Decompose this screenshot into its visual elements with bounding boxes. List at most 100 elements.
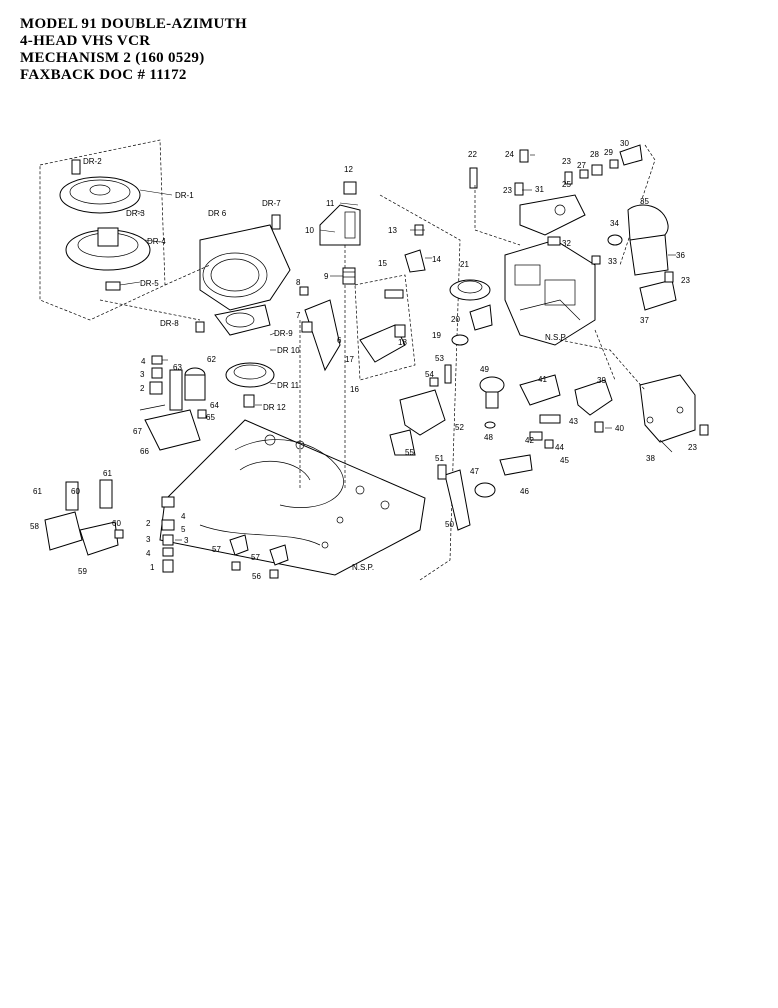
part-58-lever bbox=[44, 511, 83, 551]
dr12-screw bbox=[243, 394, 255, 408]
part-15-spring bbox=[384, 289, 404, 299]
part-2b-bushing bbox=[161, 519, 175, 531]
part-56a-screw bbox=[231, 561, 241, 571]
part-39-bracket bbox=[574, 379, 613, 416]
label-part-10: 10 bbox=[305, 226, 314, 235]
label-part-16: 16 bbox=[350, 385, 359, 394]
part-48-washer bbox=[484, 421, 496, 429]
label-part-2b: 2 bbox=[146, 519, 151, 528]
part-56b-screw bbox=[269, 569, 279, 579]
part-20-arm bbox=[469, 304, 493, 331]
label-part-3c: 3 bbox=[146, 535, 151, 544]
label-dr7: DR-7 bbox=[262, 199, 281, 208]
label-part-54: 54 bbox=[425, 370, 434, 379]
part-64-pinch-roller bbox=[184, 374, 206, 401]
label-part-63: 63 bbox=[173, 363, 182, 372]
part-49-shaft bbox=[485, 391, 499, 409]
label-part-4c: 4 bbox=[146, 549, 151, 558]
label-dr12: DR 12 bbox=[263, 403, 286, 412]
part-57b-clip bbox=[269, 544, 289, 566]
part-43-spring bbox=[529, 431, 543, 441]
label-part-36: 36 bbox=[676, 251, 685, 260]
label-part-2a: 2 bbox=[140, 384, 145, 393]
label-dr3: DR-3 bbox=[126, 209, 145, 218]
part-6-lever bbox=[304, 299, 341, 372]
label-part-43: 43 bbox=[569, 417, 578, 426]
label-nsp-lower: N.S.P. bbox=[352, 563, 374, 572]
label-part-12: 12 bbox=[344, 165, 353, 174]
part-52-lever bbox=[399, 389, 446, 436]
part-27-nut bbox=[579, 169, 589, 179]
part-51-spring bbox=[437, 464, 447, 480]
label-part-8: 8 bbox=[296, 278, 301, 287]
part-14-clip bbox=[404, 249, 426, 273]
part-9-spring bbox=[342, 267, 356, 285]
title-doc-number: FAXBACK DOC # 11172 bbox=[20, 67, 187, 83]
part-4a-cap bbox=[151, 355, 163, 365]
label-part-55: 55 bbox=[405, 448, 414, 457]
part-34-washer bbox=[607, 234, 623, 246]
drum-plate bbox=[214, 304, 271, 336]
part-50-lever bbox=[444, 469, 471, 531]
part-40-screw bbox=[594, 421, 604, 433]
label-part-39: 39 bbox=[597, 376, 606, 385]
label-part-57b: 57 bbox=[251, 553, 260, 562]
part-24-screw bbox=[519, 149, 529, 163]
callout-labels: DR-2 DR-1 DR-3 DR-4 DR-5 DR 6 DR-7 DR-8 … bbox=[30, 139, 697, 581]
title-vcr-type: 4-HEAD VHS VCR bbox=[20, 33, 151, 49]
chassis-plate bbox=[159, 419, 426, 576]
label-part-31: 31 bbox=[535, 185, 544, 194]
label-part-38: 38 bbox=[646, 454, 655, 463]
label-part-22: 22 bbox=[468, 150, 477, 159]
part-4c-cap bbox=[162, 547, 174, 557]
part-16-box bbox=[354, 274, 416, 381]
part-61-post bbox=[99, 479, 113, 509]
label-dr8: DR-8 bbox=[160, 319, 179, 328]
label-dr6: DR 6 bbox=[208, 209, 227, 218]
part-47-belt bbox=[474, 482, 496, 498]
label-part-51: 51 bbox=[435, 454, 444, 463]
label-part-1: 1 bbox=[150, 563, 155, 572]
part-7-block bbox=[301, 321, 313, 333]
label-dr5: DR-5 bbox=[140, 279, 159, 288]
part-19-washer bbox=[451, 334, 469, 346]
label-part-23c: 23 bbox=[681, 276, 690, 285]
label-part-5: 5 bbox=[181, 525, 186, 534]
drum-clamp bbox=[105, 281, 121, 291]
label-part-47: 47 bbox=[470, 467, 479, 476]
part-5-cap bbox=[161, 496, 175, 508]
part-31-bracket bbox=[519, 194, 586, 236]
label-part-28: 28 bbox=[590, 150, 599, 159]
reel-drive-group bbox=[389, 329, 709, 531]
label-part-6: 6 bbox=[337, 336, 342, 345]
label-part-9: 9 bbox=[324, 272, 329, 281]
part-2a-bushing bbox=[149, 381, 163, 395]
label-part-57a: 57 bbox=[212, 545, 221, 554]
part-3b-collar bbox=[162, 534, 174, 546]
part-46-pulley bbox=[499, 454, 533, 476]
part-29-washer bbox=[609, 159, 619, 169]
label-part-7: 7 bbox=[296, 311, 301, 320]
label-part-56b: 56 bbox=[252, 572, 261, 581]
document-header: MODEL 91 DOUBLE-AZIMUTH 4-HEAD VHS VCR M… bbox=[20, 16, 247, 84]
dr7-screw bbox=[271, 214, 281, 230]
part-30-switch bbox=[619, 144, 643, 166]
part-37-plate bbox=[639, 279, 677, 311]
label-part-32: 32 bbox=[562, 239, 571, 248]
label-part-19: 19 bbox=[432, 331, 441, 340]
part-63-post bbox=[169, 369, 183, 411]
label-part-23d: 23 bbox=[688, 443, 697, 452]
part-54-cap bbox=[429, 377, 439, 387]
label-part-4b: 4 bbox=[181, 512, 186, 521]
label-part-37: 37 bbox=[640, 316, 649, 325]
label-part-52: 52 bbox=[455, 423, 464, 432]
label-part-23a: 23 bbox=[503, 186, 512, 195]
label-part-64: 64 bbox=[210, 401, 219, 410]
label-nsp-upper: N.S.P. bbox=[545, 333, 567, 342]
label-dr4: DR-4 bbox=[147, 237, 166, 246]
label-dr11: DR 11 bbox=[277, 381, 300, 390]
part-66-arm bbox=[144, 409, 201, 451]
drum-shaft bbox=[97, 227, 119, 247]
part-60b-screw bbox=[114, 529, 124, 539]
part-65-washer bbox=[197, 409, 207, 419]
